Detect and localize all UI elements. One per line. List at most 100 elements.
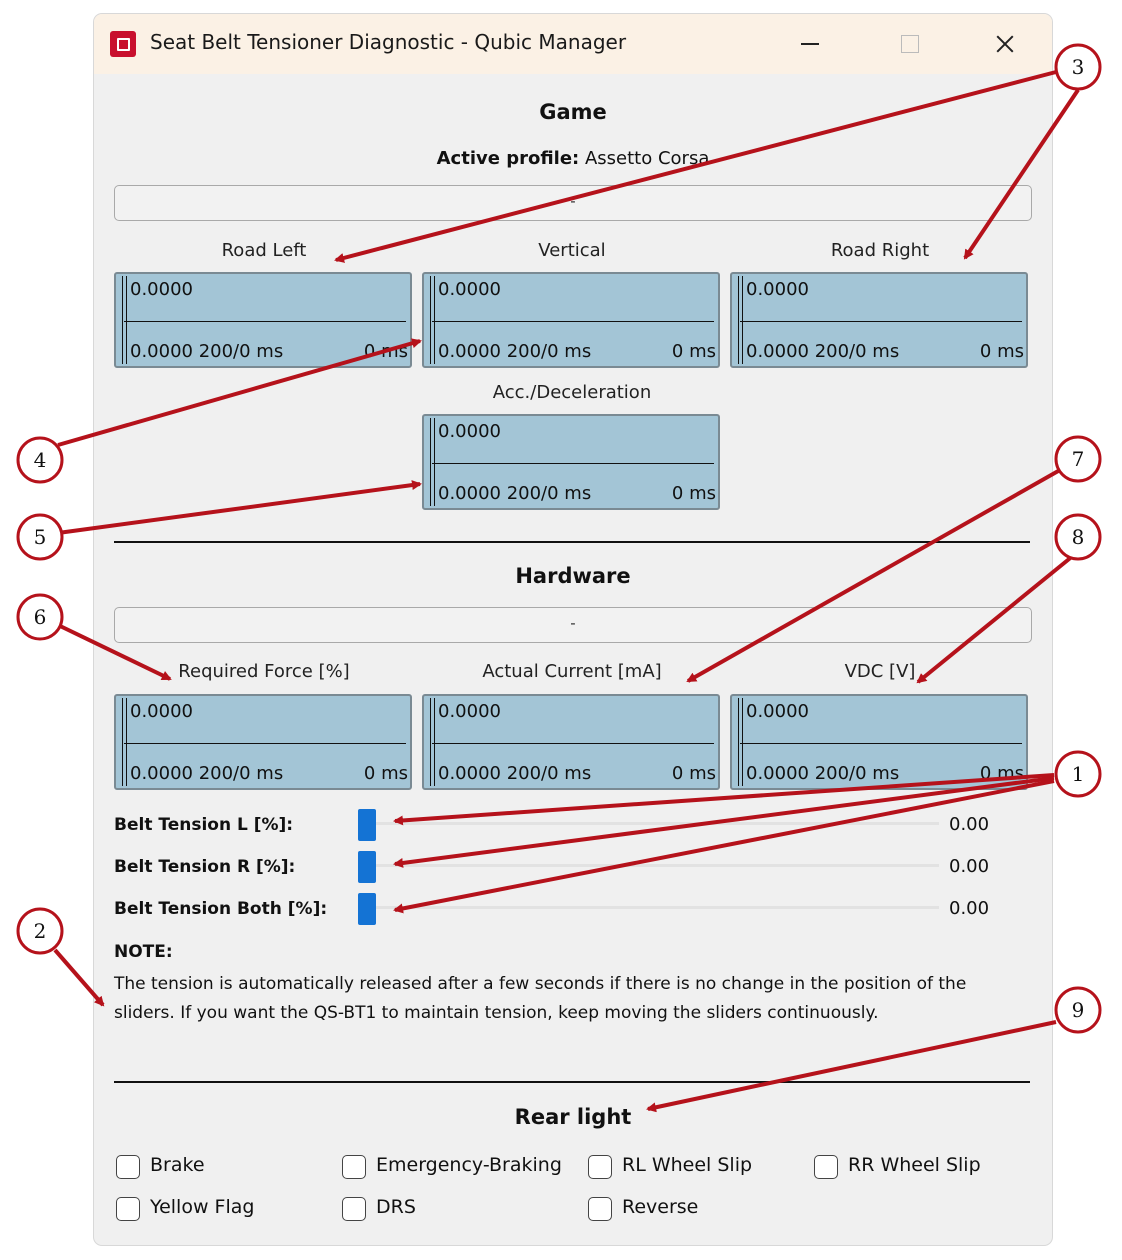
plot-required-force: 0.0000 0.0000 200/0 ms 0 ms xyxy=(114,694,412,790)
plot-vdc: 0.0000 0.0000 200/0 ms 0 ms xyxy=(730,694,1028,790)
belt-tension-r-slider[interactable] xyxy=(359,864,939,867)
plot-value: 0.0000 xyxy=(130,279,193,300)
title-bar: Seat Belt Tensioner Diagnostic - Qubic M… xyxy=(94,14,1052,74)
callout-circle xyxy=(16,436,64,484)
plot-stats: 0.0000 200/0 ms xyxy=(746,341,900,362)
callout-number: 6 xyxy=(34,605,47,629)
rl-wheel-slip-checkbox[interactable] xyxy=(588,1155,612,1179)
qubic-logo-icon xyxy=(110,31,136,57)
belt-tension-l-value: 0.00 xyxy=(949,814,990,835)
plot-label-vertical: Vertical xyxy=(538,240,606,261)
plot-label-road-left: Road Left xyxy=(221,240,307,261)
callout-number: 8 xyxy=(1072,525,1085,549)
callout-arrow xyxy=(57,338,422,447)
plot-stats: 0.0000 200/0 ms xyxy=(130,341,284,362)
plot-label-acc-deceleration: Acc./Deceleration xyxy=(492,382,652,403)
drs-label[interactable]: DRS xyxy=(376,1196,416,1218)
game-heading: Game xyxy=(539,100,607,124)
plot-label-actual-current: Actual Current [mA] xyxy=(482,661,662,682)
app-window: Seat Belt Tensioner Diagnostic - Qubic M… xyxy=(94,14,1052,1245)
callout-number: 1 xyxy=(1072,762,1085,786)
callout-number: 2 xyxy=(34,919,47,943)
plot-value: 0.0000 xyxy=(438,279,501,300)
callout-circle xyxy=(1054,435,1102,483)
belt-tension-r-value: 0.00 xyxy=(949,856,990,877)
plot-acc-deceleration: 0.0000 0.0000 200/0 ms 0 ms xyxy=(422,414,720,510)
callout-arrow xyxy=(57,623,172,681)
hardware-heading: Hardware xyxy=(515,564,631,588)
note-text: The tension is automatically released af… xyxy=(114,974,967,1023)
reverse-checkbox[interactable] xyxy=(588,1197,612,1221)
hardware-status-bar: - xyxy=(114,607,1032,643)
belt-tension-r-thumb[interactable] xyxy=(358,851,376,883)
section-divider xyxy=(114,541,1030,543)
callout-arrow xyxy=(916,553,1076,684)
plot-latency: 0 ms xyxy=(671,341,716,362)
active-profile-label: Active profile: xyxy=(436,148,580,169)
callout-circle xyxy=(16,593,64,641)
callout-circle xyxy=(1054,986,1102,1034)
callout-arrow xyxy=(646,1020,1057,1113)
callout-number: 4 xyxy=(34,448,47,472)
section-divider xyxy=(114,1081,1030,1083)
rr-wheel-slip-label[interactable]: RR Wheel Slip xyxy=(848,1154,981,1176)
plot-road-right: 0.0000 0.0000 200/0 ms 0 ms xyxy=(730,272,1028,368)
active-profile: Active profile: Assetto Corsa xyxy=(94,148,1052,169)
maximize-button[interactable] xyxy=(890,26,930,62)
rear-light-heading: Rear light xyxy=(514,1105,632,1129)
callout-circle xyxy=(1054,43,1102,91)
plot-label-required-force: Required Force [%] xyxy=(178,661,350,682)
plot-value: 0.0000 xyxy=(438,701,501,722)
emergency-braking-label[interactable]: Emergency-Braking xyxy=(376,1154,562,1176)
plot-value: 0.0000 xyxy=(130,701,193,722)
belt-tension-r-label: Belt Tension R [%]: xyxy=(114,857,296,877)
plot-actual-current: 0.0000 0.0000 200/0 ms 0 ms xyxy=(422,694,720,790)
callout-arrow xyxy=(57,480,422,535)
callout-circle xyxy=(16,513,64,561)
belt-tension-both-label: Belt Tension Both [%]: xyxy=(114,899,328,919)
reverse-label[interactable]: Reverse xyxy=(622,1196,699,1218)
belt-tension-both-value: 0.00 xyxy=(949,898,990,919)
belt-tension-both-thumb[interactable] xyxy=(358,893,376,925)
callout-circle xyxy=(16,907,64,955)
belt-tension-both-slider[interactable] xyxy=(359,906,939,909)
plot-vertical: 0.0000 0.0000 200/0 ms 0 ms xyxy=(422,272,720,368)
plot-latency: 0 ms xyxy=(363,763,408,784)
emergency-braking-checkbox[interactable] xyxy=(342,1155,366,1179)
callout-number: 7 xyxy=(1072,447,1085,471)
callout-number: 3 xyxy=(1072,55,1085,79)
callout-circle xyxy=(1054,513,1102,561)
belt-tension-l-slider[interactable] xyxy=(359,822,939,825)
belt-tension-l-thumb[interactable] xyxy=(358,809,376,841)
plot-stats: 0.0000 200/0 ms xyxy=(438,341,592,362)
active-profile-value: Assetto Corsa xyxy=(584,148,710,169)
callout-circle xyxy=(1054,750,1102,798)
yellow-flag-checkbox[interactable] xyxy=(116,1197,140,1221)
yellow-flag-label[interactable]: Yellow Flag xyxy=(150,1196,255,1218)
drs-checkbox[interactable] xyxy=(342,1197,366,1221)
brake-checkbox[interactable] xyxy=(116,1155,140,1179)
rl-wheel-slip-label[interactable]: RL Wheel Slip xyxy=(622,1154,753,1176)
plot-stats: 0.0000 200/0 ms xyxy=(130,763,284,784)
plot-value: 0.0000 xyxy=(746,701,809,722)
callout-arrow xyxy=(393,776,1055,868)
plot-latency: 0 ms xyxy=(979,341,1024,362)
minimize-button[interactable] xyxy=(790,26,830,62)
plot-stats: 0.0000 200/0 ms xyxy=(746,763,900,784)
plot-road-left: 0.0000 0.0000 200/0 ms 0 ms xyxy=(114,272,412,368)
note-heading: NOTE: xyxy=(114,942,173,962)
brake-label[interactable]: Brake xyxy=(150,1154,205,1176)
callout-number: 5 xyxy=(34,525,47,549)
rr-wheel-slip-checkbox[interactable] xyxy=(814,1155,838,1179)
callout-arrow xyxy=(334,70,1057,263)
belt-tension-l-label: Belt Tension L [%]: xyxy=(114,815,294,835)
plot-value: 0.0000 xyxy=(746,279,809,300)
game-status-bar: - xyxy=(114,185,1032,221)
plot-value: 0.0000 xyxy=(438,421,501,442)
plot-stats: 0.0000 200/0 ms xyxy=(438,483,592,504)
plot-latency: 0 ms xyxy=(671,483,716,504)
plot-label-vdc: VDC [V] xyxy=(844,661,916,682)
callout-arrow xyxy=(393,773,1055,826)
callout-arrow xyxy=(686,468,1061,683)
